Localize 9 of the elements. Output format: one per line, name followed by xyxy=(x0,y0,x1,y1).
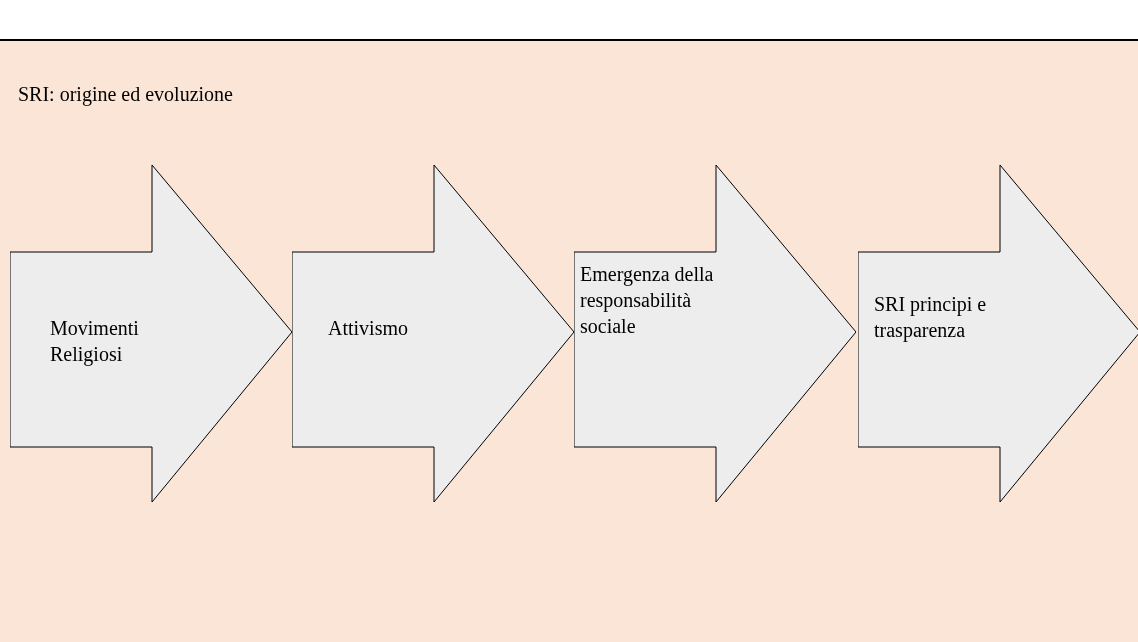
arrow-label: Emergenza della responsabilità sociale xyxy=(580,262,715,339)
process-step-shape xyxy=(10,165,292,502)
process-step-shape xyxy=(292,165,574,502)
arrow-label: SRI principi e trasparenza xyxy=(874,292,988,343)
arrow-label: Attivismo xyxy=(328,316,409,341)
process-step-shape xyxy=(858,165,1138,502)
arrow-label: Movimenti Religiosi xyxy=(50,316,140,367)
process-step-shape xyxy=(574,165,856,502)
diagram-title: SRI: origine ed evoluzione xyxy=(18,82,233,108)
